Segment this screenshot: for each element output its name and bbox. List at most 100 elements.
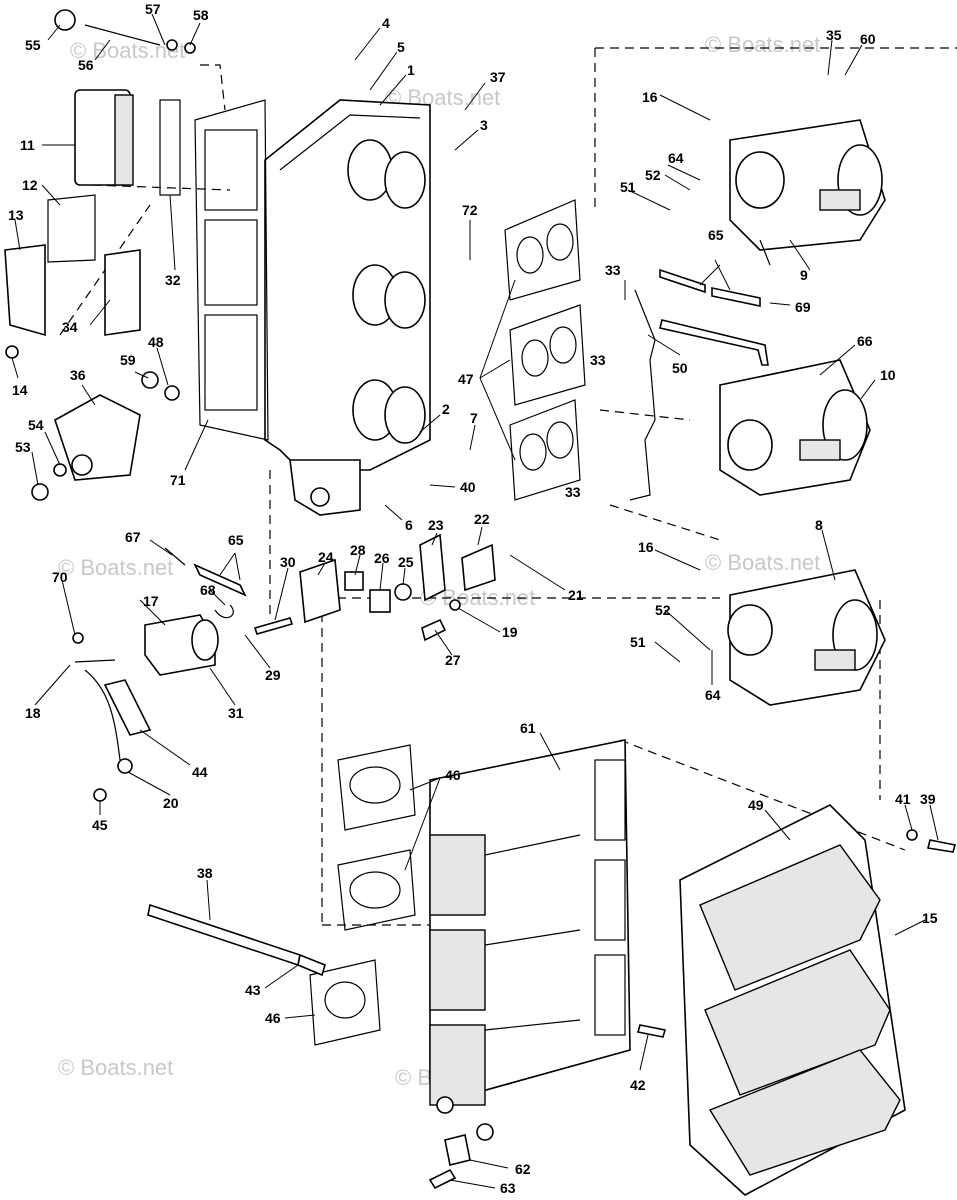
callout-7: 7 (470, 410, 478, 426)
callout-65-mid: 65 (228, 532, 244, 548)
callout-52-low: 52 (655, 602, 671, 618)
callout-14: 14 (12, 382, 28, 398)
callout-5: 5 (397, 39, 405, 55)
callout-4: 4 (382, 15, 390, 31)
watermark-top-right: © Boats.net (705, 32, 820, 57)
callout-42: 42 (630, 1077, 646, 1093)
callout-25: 25 (398, 554, 414, 570)
callout-28: 28 (350, 542, 366, 558)
callout-36: 36 (70, 367, 86, 383)
callout-63: 63 (500, 1180, 516, 1196)
callout-6: 6 (405, 517, 413, 533)
callout-51-top: 51 (620, 179, 636, 195)
callout-46-low: 46 (265, 1010, 281, 1026)
callout-9: 9 (800, 267, 808, 283)
callout-29: 29 (265, 667, 281, 683)
callout-61: 61 (520, 720, 536, 736)
bottom-fasteners (428, 1024, 667, 1190)
callout-66: 66 (857, 333, 873, 349)
callout-62: 62 (515, 1161, 531, 1177)
callout-37: 37 (490, 69, 506, 85)
callout-45: 45 (92, 817, 108, 833)
callout-34: 34 (62, 319, 78, 335)
callout-17: 17 (143, 593, 159, 609)
callout-44: 44 (192, 764, 208, 780)
carburetor-middle (719, 359, 871, 496)
callout-72: 72 (462, 202, 478, 218)
callout-8: 8 (815, 517, 823, 533)
callout-21: 21 (568, 587, 584, 603)
callout-30: 30 (280, 554, 296, 570)
callout-54: 54 (28, 417, 44, 433)
callout-31: 31 (228, 705, 244, 721)
watermark-mid-right: © Boats.net (705, 550, 820, 575)
carburetor-gaskets (504, 199, 586, 501)
fuel-lines (629, 268, 769, 501)
manifold-gasket (194, 99, 269, 441)
callout-16-low: 16 (638, 539, 654, 555)
callout-68: 68 (200, 582, 216, 598)
callout-33-top: 33 (605, 262, 621, 278)
solenoid-assembly (72, 533, 496, 802)
callout-41: 41 (895, 791, 911, 807)
callout-52-top: 52 (645, 167, 661, 183)
callout-22: 22 (474, 511, 490, 527)
callout-16-top: 16 (642, 89, 658, 105)
callout-51-low: 51 (630, 634, 646, 650)
silencer-cover (679, 804, 957, 1196)
callout-57: 57 (145, 1, 161, 17)
watermark-bottom-left: © Boats.net (58, 1055, 173, 1080)
callout-27: 27 (445, 652, 461, 668)
callout-49: 49 (748, 797, 764, 813)
callout-71: 71 (170, 472, 186, 488)
callout-60: 60 (860, 31, 876, 47)
intake-manifold (264, 99, 431, 516)
callout-64-top: 64 (668, 150, 684, 166)
callout-58: 58 (193, 7, 209, 23)
leader-lines (11, 13, 939, 1189)
callout-3: 3 (480, 117, 488, 133)
callout-1: 1 (407, 62, 415, 78)
callout-46-top: 46 (445, 767, 461, 783)
callout-64-low: 64 (705, 687, 721, 703)
carburetor-bottom (727, 569, 886, 706)
carburetor-top (729, 119, 886, 266)
callout-50: 50 (672, 360, 688, 376)
callout-38: 38 (197, 865, 213, 881)
adapter-plate (429, 739, 631, 1141)
callout-55: 55 (25, 37, 41, 53)
callout-70: 70 (52, 569, 68, 585)
callout-18: 18 (25, 705, 41, 721)
rod (147, 903, 326, 977)
callout-10: 10 (880, 367, 896, 383)
callout-47: 47 (458, 371, 474, 387)
callout-35: 35 (826, 27, 842, 43)
watermark-mid-left: © Boats.net (58, 555, 173, 580)
callout-13: 13 (8, 207, 24, 223)
callout-24: 24 (318, 549, 334, 565)
callout-19: 19 (502, 624, 518, 640)
adapter-gaskets (309, 744, 416, 1046)
callout-26: 26 (374, 550, 390, 566)
callout-33-mid: 33 (590, 352, 606, 368)
callout-40: 40 (460, 479, 476, 495)
callout-11: 11 (20, 137, 35, 153)
callout-39: 39 (920, 791, 936, 807)
callout-33-low: 33 (565, 484, 581, 500)
callout-labels: 55 56 57 58 4 5 1 37 3 16 35 60 11 12 13… (8, 1, 938, 1196)
callout-15: 15 (922, 910, 938, 926)
callout-59: 59 (120, 352, 136, 368)
callout-69: 69 (795, 299, 811, 315)
callout-67: 67 (125, 529, 141, 545)
callout-53: 53 (15, 439, 31, 455)
callout-32: 32 (165, 272, 181, 288)
callout-2: 2 (442, 401, 450, 417)
watermark-top-left: © Boats.net (70, 38, 185, 63)
callout-20: 20 (163, 795, 179, 811)
callout-12: 12 (22, 177, 38, 193)
callout-48: 48 (148, 334, 164, 350)
callout-23: 23 (428, 517, 444, 533)
callout-65-top: 65 (708, 227, 724, 243)
callout-43: 43 (245, 982, 261, 998)
